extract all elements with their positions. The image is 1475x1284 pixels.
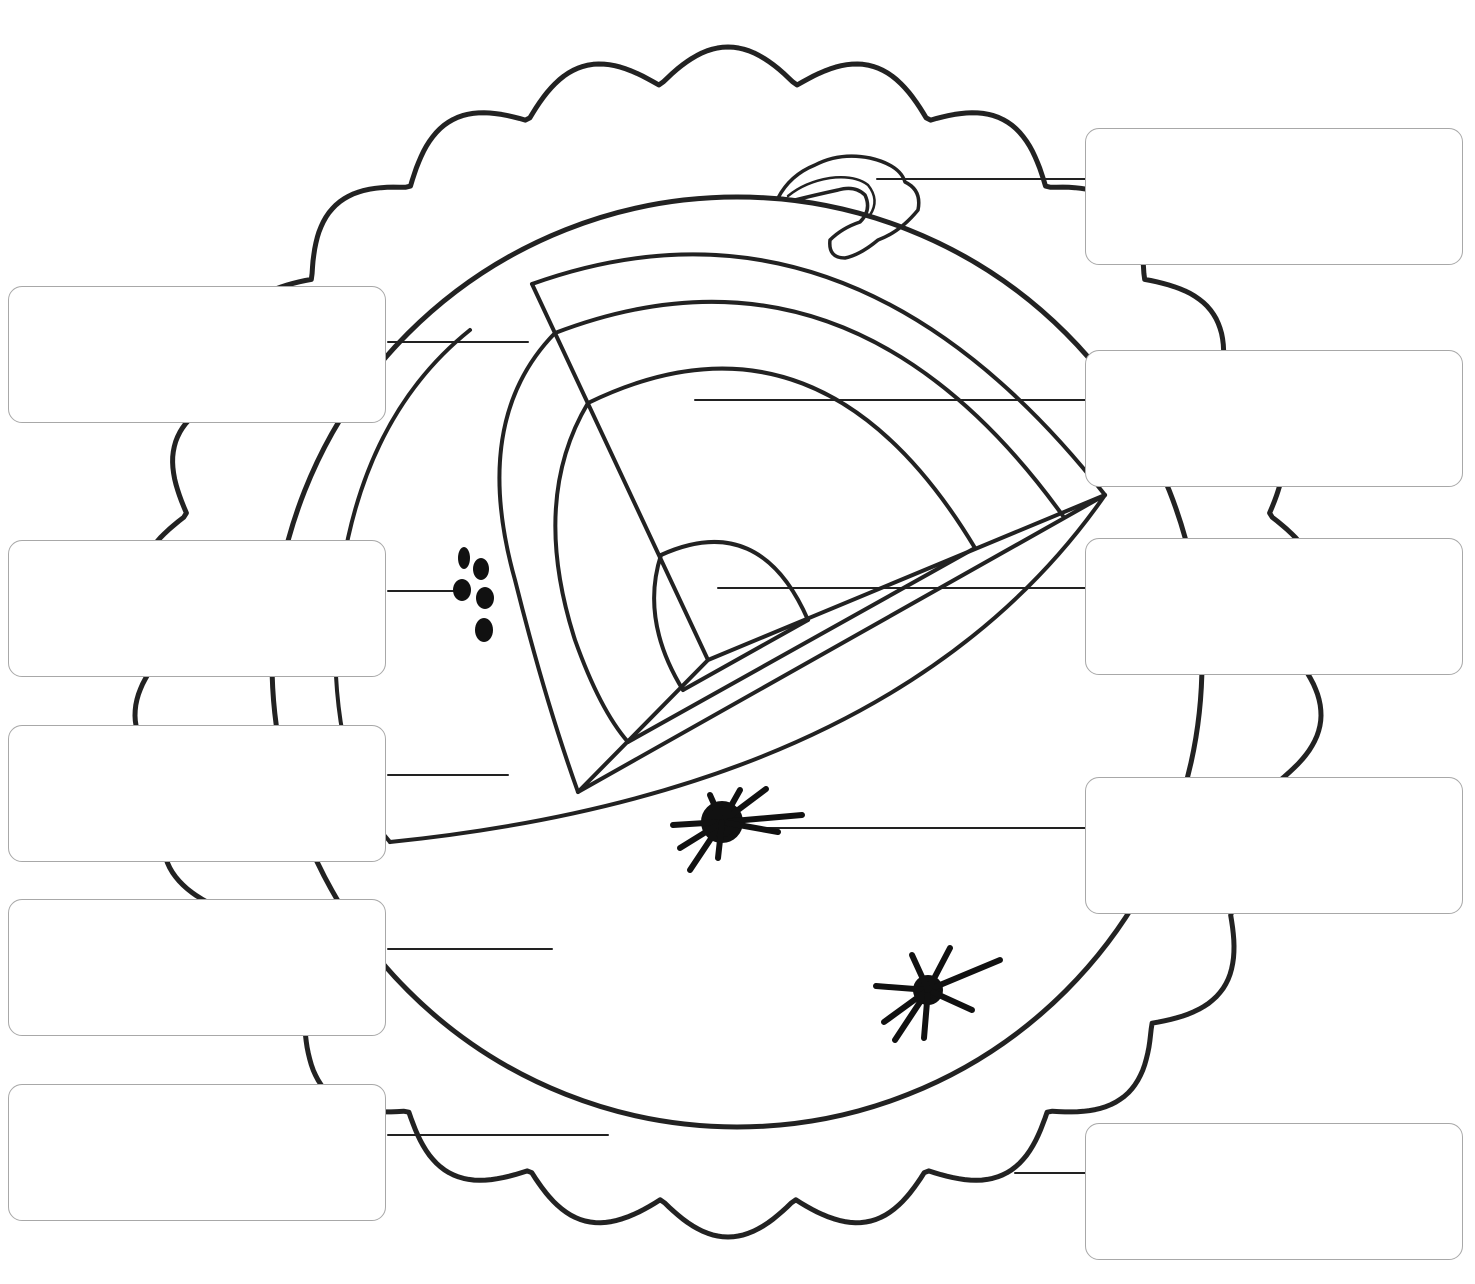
sunspot-flare-icon	[673, 789, 802, 870]
label-box-right-2-text	[1266, 411, 1282, 427]
label-box-left-4-text	[189, 960, 205, 976]
sunspot-flare-icon-2	[876, 948, 1000, 1040]
label-box-left-3[interactable]	[8, 725, 386, 862]
granules-icon	[453, 547, 494, 642]
wedge-left-edge	[532, 284, 708, 660]
label-box-right-4[interactable]	[1085, 777, 1463, 914]
label-box-left-3-text	[189, 786, 205, 802]
label-box-left-5[interactable]	[8, 1084, 386, 1221]
label-box-right-5-text	[1266, 1184, 1282, 1200]
label-box-right-1[interactable]	[1085, 128, 1463, 265]
label-box-right-5[interactable]	[1085, 1123, 1463, 1260]
prominence-inner-loop	[788, 177, 875, 215]
radiative-zone-arc	[588, 369, 975, 548]
leader-lines	[388, 179, 1085, 1173]
cutaway-wedge	[499, 254, 1105, 792]
label-box-left-2[interactable]	[8, 540, 386, 677]
label-box-left-4[interactable]	[8, 899, 386, 1036]
inner-bottom-1	[628, 548, 975, 742]
label-box-left-1-text	[189, 347, 205, 363]
convection-zone-arc	[555, 302, 1063, 516]
label-box-left-1[interactable]	[8, 286, 386, 423]
label-box-right-3-text	[1266, 599, 1282, 615]
convection-zone-side	[499, 333, 578, 792]
label-box-left-2-text	[189, 601, 205, 617]
solar-prominence-icon	[778, 156, 919, 258]
inner-bottom-2	[683, 620, 808, 690]
label-box-right-1-text	[1266, 189, 1282, 205]
wedge-bottom-edge	[578, 495, 1105, 792]
label-box-left-5-text	[189, 1145, 205, 1161]
label-box-right-2[interactable]	[1085, 350, 1463, 487]
label-box-right-4-text	[1266, 838, 1282, 854]
radiative-zone-side	[555, 403, 628, 742]
label-box-right-3[interactable]	[1085, 538, 1463, 675]
